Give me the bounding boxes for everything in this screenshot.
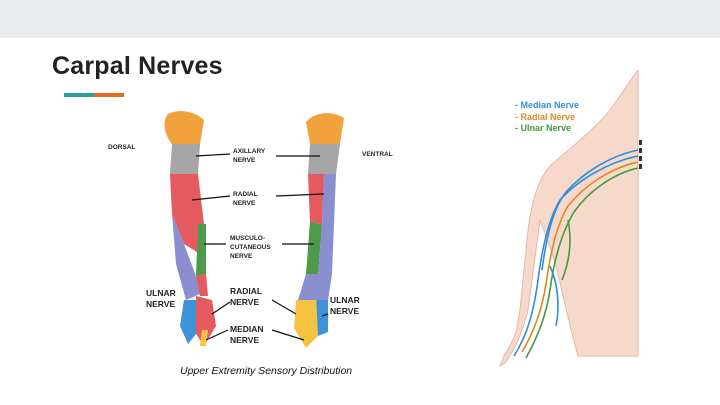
label-musculo-2: CUTANEOUS (230, 244, 271, 251)
ventral-gray-region (308, 144, 340, 174)
arm-nerves-illustration (498, 68, 642, 368)
dorsal-musculo-region (196, 224, 206, 276)
top-bar (0, 0, 720, 38)
label-ulnar-left-2: NERVE (146, 299, 175, 309)
ventral-axillary-region (306, 113, 344, 144)
ventral-hand-median (294, 296, 318, 348)
ventral-arm (294, 113, 344, 348)
title-accent-bar (64, 93, 124, 97)
label-dorsal: DORSAL (108, 144, 135, 151)
figure-caption: Upper Extremity Sensory Distribution (180, 365, 353, 377)
dorsal-hand-median (200, 330, 208, 346)
dorsal-ulnar-region (172, 214, 200, 300)
spine-markers (639, 140, 642, 169)
label-musculo-1: MUSCULO- (230, 235, 265, 242)
label-median-2: NERVE (230, 335, 259, 345)
dorsal-radial-forearm (196, 274, 208, 296)
label-ventral: VENTRAL (362, 151, 393, 158)
label-axillary-2: NERVE (233, 157, 256, 164)
dorsal-axillary-region (164, 111, 204, 144)
label-radial-1: RADIAL (233, 191, 258, 198)
legend-median: - Median Nerve (515, 100, 580, 110)
ventral-musculo-region (306, 222, 322, 276)
nerve-lines (513, 149, 639, 359)
accent-teal (64, 93, 94, 97)
label-radial-hand-2: NERVE (230, 297, 259, 307)
label-musculo-3: NERVE (230, 253, 253, 260)
label-ulnar-left-1: ULNAR (146, 288, 176, 298)
ventral-radial-region (308, 174, 324, 224)
dorsal-arm (164, 111, 216, 346)
label-ulnar-right-2: NERVE (330, 306, 359, 316)
dorsal-gray-region (170, 144, 200, 174)
dorsal-hand-radial (196, 296, 216, 346)
label-radial-hand-1: RADIAL (230, 286, 262, 296)
arm-diagram: DORSAL VENTRAL AXILLARY NERVE RADIAL NER… (108, 111, 393, 348)
dorsal-radial-region (170, 174, 204, 254)
label-radial-2: NERVE (233, 200, 256, 207)
label-ulnar-right-1: ULNAR (330, 295, 360, 305)
dorsal-hand-ulnar (180, 300, 196, 344)
leader-lines (191, 153, 329, 341)
legend-radial: - Radial Nerve (515, 111, 576, 122)
accent-orange (94, 93, 124, 97)
label-axillary-1: AXILLARY (233, 148, 266, 155)
body-silhouette (498, 68, 639, 368)
ventral-ulnar-region (318, 174, 336, 276)
arm-nerves-figure (498, 68, 643, 396)
ventral-forearm-lower (298, 274, 332, 300)
nerve-legend: - Median Nerve - Radial Nerve - Ulnar Ne… (515, 100, 579, 135)
sensory-distribution-figure: DORSAL VENTRAL AXILLARY NERVE RADIAL NER… (100, 104, 420, 386)
legend-ulnar: - Ulnar Nerve (515, 123, 572, 133)
label-median-1: MEDIAN (230, 324, 264, 334)
slide-title: Carpal Nerves (52, 52, 223, 80)
